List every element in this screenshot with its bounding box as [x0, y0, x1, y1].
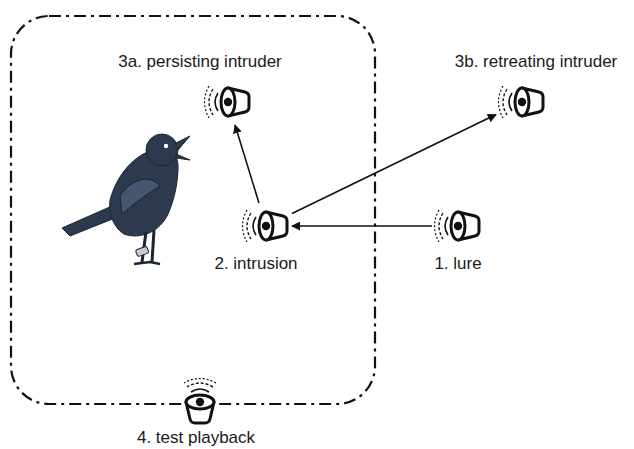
territory-boundary	[11, 16, 375, 404]
arrow-connector	[235, 125, 259, 203]
speaker-node: 3b. retreating intruder	[499, 82, 545, 122]
speaker-icon	[177, 382, 223, 422]
speaker-icon	[205, 82, 251, 122]
speaker-label: 1. lure	[434, 254, 481, 274]
speaker-label: 3a. persisting intruder	[118, 52, 281, 72]
arrow-connector	[292, 225, 432, 227]
speaker-node: 1. lure	[435, 206, 481, 246]
speaker-node: 2. intrusion	[243, 206, 289, 246]
speaker-label: 2. intrusion	[214, 254, 297, 274]
speaker-node: 3a. persisting intruder	[205, 82, 251, 122]
speaker-node: 4. test playback	[177, 382, 223, 422]
speaker-icon	[435, 206, 481, 246]
arrow-connector	[292, 115, 496, 214]
bird-illustration	[62, 134, 190, 264]
speaker-label: 3b. retreating intruder	[455, 52, 618, 72]
speaker-icon	[499, 82, 545, 122]
speaker-label: 4. test playback	[137, 428, 255, 448]
speaker-icon	[243, 206, 289, 246]
